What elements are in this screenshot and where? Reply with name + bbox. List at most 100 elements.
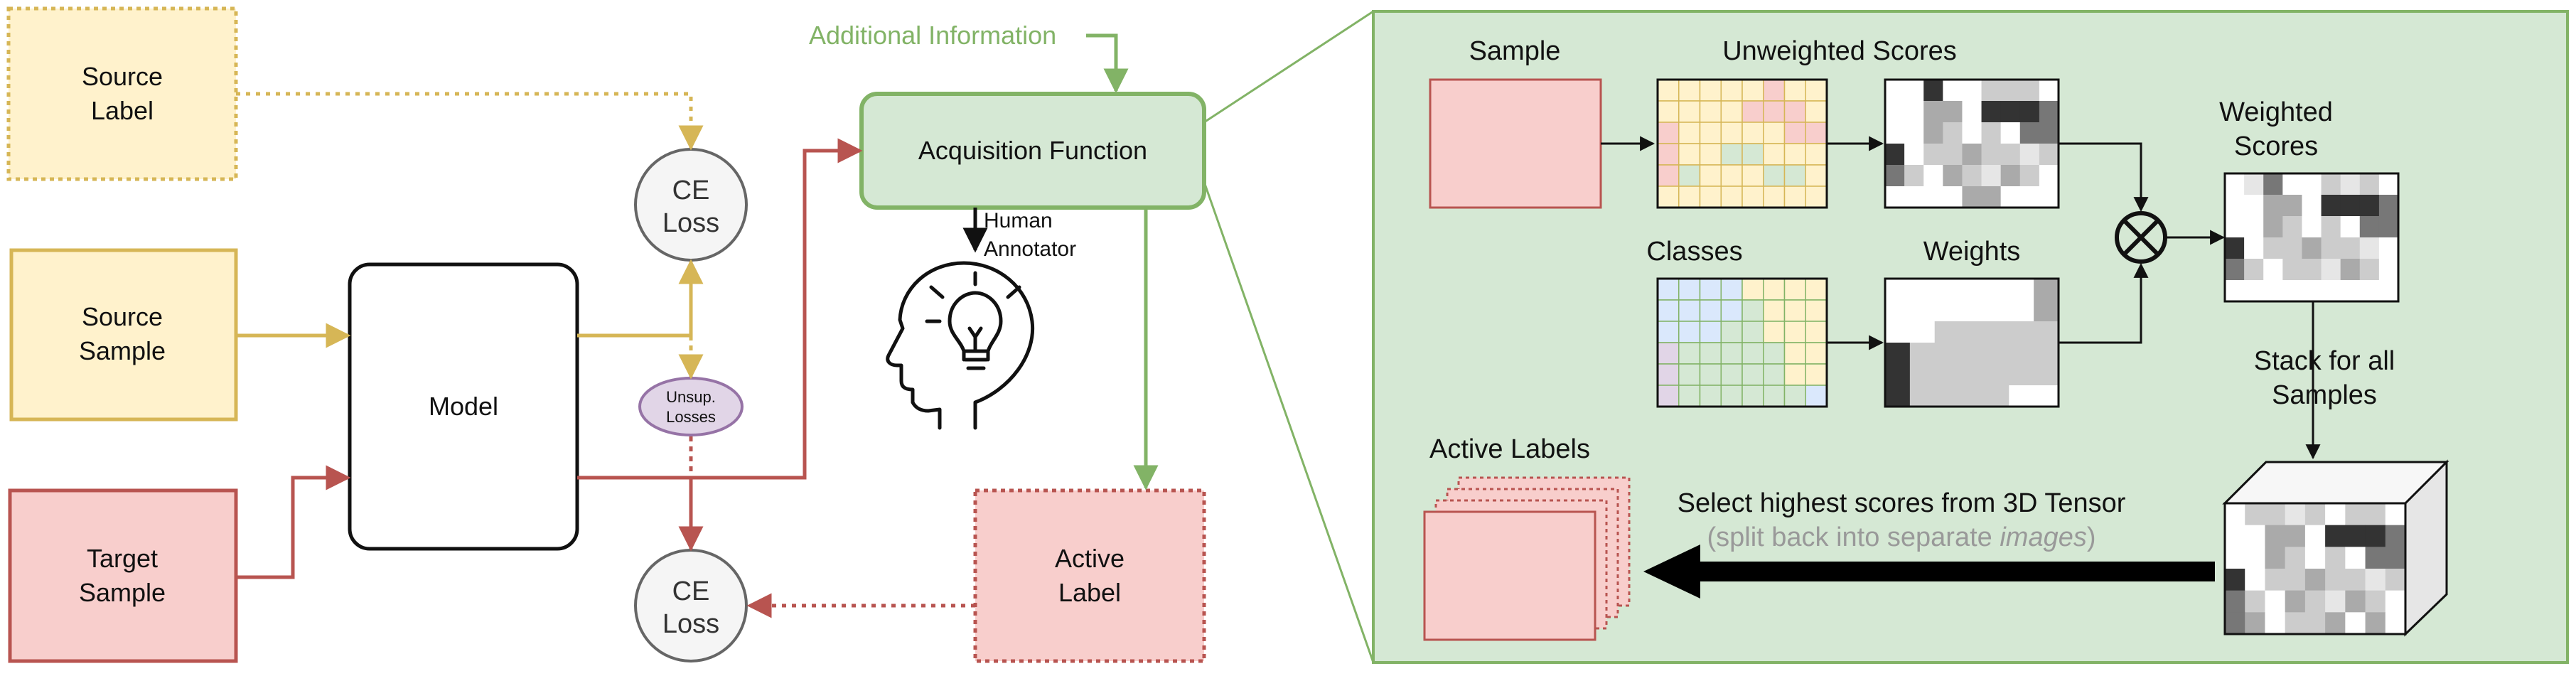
score-cell	[1783, 164, 1806, 187]
score-cell	[1783, 186, 1806, 208]
score-cell	[1742, 122, 1764, 144]
weights-gray-cell	[1984, 385, 2009, 407]
active-labels-stack	[1423, 476, 1631, 641]
class-cell	[1763, 278, 1786, 301]
unweighted-gray-cell	[1904, 80, 1924, 102]
weights-gray-cell	[1984, 321, 2009, 343]
weights-gray-cell	[1934, 300, 1960, 322]
weights-gray-cell	[1984, 300, 2009, 322]
weights-gray-cell	[2034, 300, 2059, 322]
weighted-gray-cell	[2359, 216, 2380, 238]
source-label-line2: Label	[91, 96, 154, 125]
weighted-gray-cell	[2378, 173, 2399, 195]
score-cell	[1678, 143, 1701, 166]
source-sample-box: Source Sample	[9, 248, 238, 422]
score-cell	[1763, 186, 1786, 208]
tensor-front-frame	[2223, 502, 2407, 635]
class-cell	[1805, 321, 1828, 343]
weighted-gray-cell	[2302, 173, 2322, 195]
unweighted-gray-cell	[1923, 165, 1943, 187]
unweighted-gray-cell	[1981, 144, 2002, 166]
class-cell	[1657, 363, 1680, 386]
ce-loss-bottom-line1: CE	[672, 576, 710, 606]
weights-gray-cell	[2034, 343, 2059, 365]
ce-loss-bottom-line2: Loss	[662, 609, 719, 639]
weighted-gray-cell	[2225, 259, 2245, 281]
weighted-gray-cell	[2225, 173, 2245, 195]
weighted-gray-cell	[2359, 237, 2380, 259]
unweighted-gray-cell	[2000, 165, 2021, 187]
thick-arrow	[1643, 544, 2215, 599]
class-cell	[1783, 299, 1806, 322]
unweighted-gray-cell	[1885, 186, 1905, 208]
tensor-cell	[2245, 547, 2265, 569]
tensor-cell	[2225, 590, 2245, 613]
weights-gray-cell	[2009, 300, 2034, 322]
active-label-line2: Label	[1058, 578, 1121, 607]
tensor-cell	[2345, 612, 2366, 635]
weighted-gray-cell	[2359, 195, 2380, 217]
weighted-gray-cell	[2378, 259, 2399, 281]
weights-gray-cell	[1934, 385, 1960, 407]
class-cell	[1742, 385, 1764, 407]
unweighted-gray-cell	[1943, 186, 1963, 208]
weighted-gray-cell	[2282, 216, 2302, 238]
unweighted-gray-cell	[2000, 101, 2021, 123]
weights-gray-cell	[1885, 385, 1911, 407]
unweighted-gray-cell	[2000, 186, 2021, 208]
tensor-cell	[2345, 547, 2366, 569]
weighted-gray-cell	[2321, 280, 2341, 302]
unweighted-gray-cell	[2019, 186, 2040, 208]
ce-loss-bottom: CE Loss	[634, 549, 748, 662]
unweighted-gray-cell	[1904, 186, 1924, 208]
model-label: Model	[429, 392, 498, 421]
ce-loss-top-line1: CE	[672, 176, 710, 205]
class-cell	[1657, 299, 1680, 322]
weights-gray-cell	[1885, 279, 1911, 301]
unweighted-gray-cell	[1981, 165, 2002, 187]
unweighted-gray-cell	[1981, 80, 2002, 102]
weighted-scores-line2: Scores	[2234, 132, 2318, 161]
class-cell	[1720, 385, 1743, 407]
tensor-cell	[2265, 503, 2286, 526]
weights-gray-cell	[2034, 321, 2059, 343]
class-cell	[1699, 342, 1722, 365]
tensor-cell	[2285, 525, 2306, 547]
class-cell	[1720, 363, 1743, 386]
tensor-cell	[2225, 569, 2245, 591]
tensor-cell	[2345, 525, 2366, 547]
tensor-cell	[2285, 547, 2306, 569]
tensor-cell	[2225, 503, 2245, 526]
weights-gray-cell	[2009, 343, 2034, 365]
tensor-cell	[2325, 525, 2346, 547]
weighted-gray-cell	[2359, 280, 2380, 302]
class-cell	[1763, 385, 1786, 407]
tensor-cell	[2245, 590, 2265, 613]
active-labels-title: Active Labels	[1429, 434, 1590, 464]
tensor-cell	[2304, 547, 2326, 569]
score-cell	[1699, 186, 1722, 208]
tensor-cell	[2345, 590, 2366, 613]
weighted-gray-cell	[2282, 259, 2302, 281]
weighted-gray-cell	[2225, 280, 2245, 302]
class-cell	[1783, 385, 1806, 407]
weights-gray-cell	[1909, 321, 1936, 343]
score-cell	[1678, 100, 1701, 123]
zoom-lines	[1203, 10, 1375, 663]
arrows-left	[236, 33, 1159, 618]
source-label-line1: Source	[82, 62, 163, 91]
unweighted-gray-cell	[1904, 101, 1924, 123]
tensor-cell	[2365, 590, 2386, 613]
tensor-cell	[2265, 569, 2286, 591]
tensor-cell	[2385, 525, 2406, 547]
unweighted-gray-cell	[2039, 144, 2059, 166]
weights-gray-cell	[1934, 279, 1960, 301]
tensor-cell	[2304, 503, 2326, 526]
class-cell	[1783, 363, 1806, 386]
weighted-gray-cell	[2302, 280, 2322, 302]
class-cell	[1699, 363, 1722, 386]
score-cell	[1657, 164, 1680, 187]
unweighted-gray-cell	[1923, 80, 1943, 102]
weights-gray-cell	[1885, 343, 1911, 365]
